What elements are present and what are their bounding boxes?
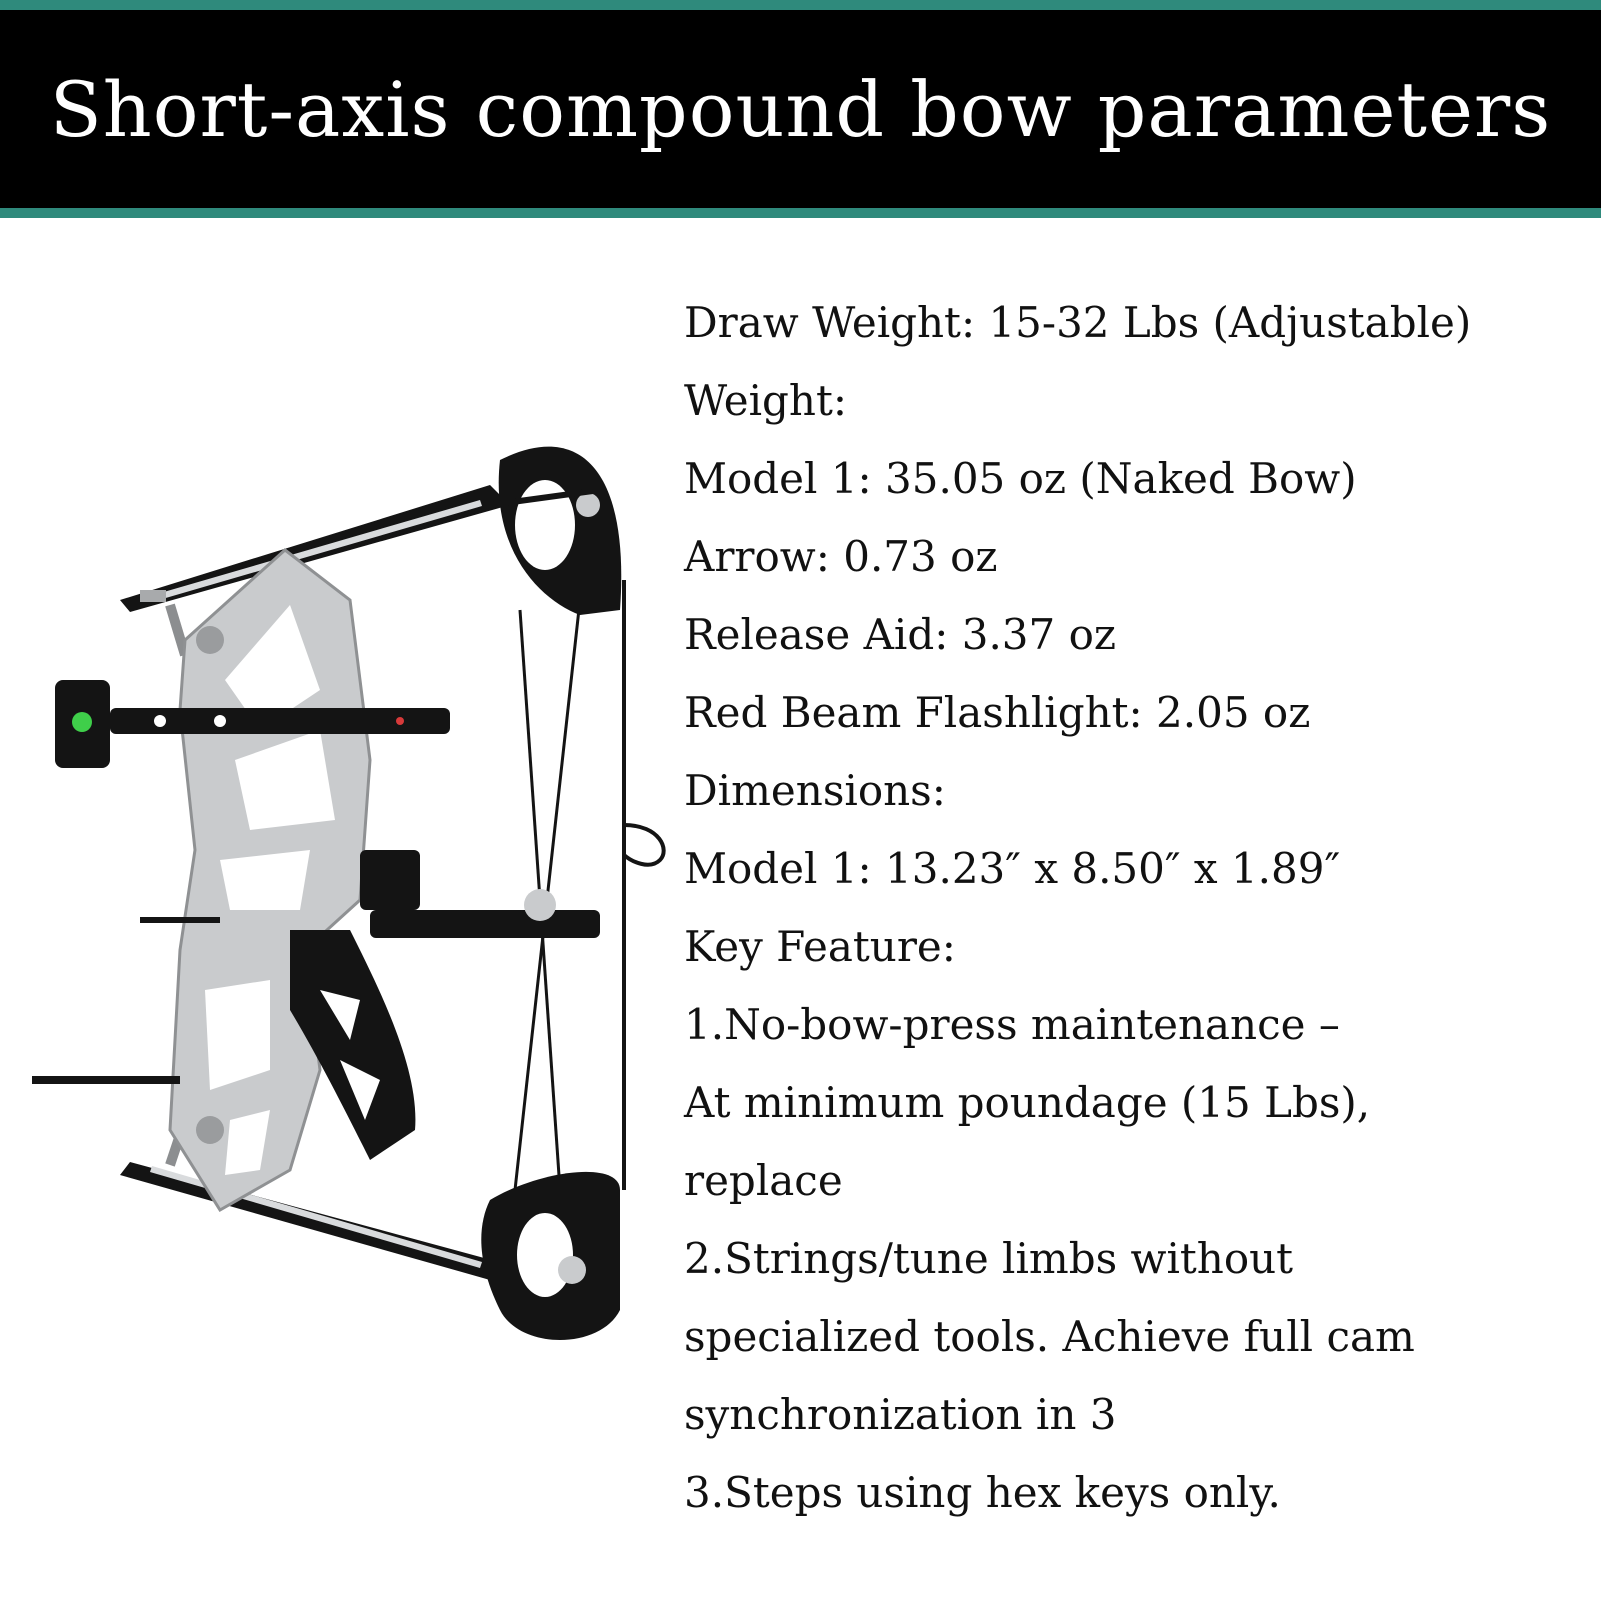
lower-cam xyxy=(481,1171,620,1340)
spec-line: 1.No-bow-press maintenance – xyxy=(684,1000,1340,1049)
page-title: Short-axis compound bow parameters xyxy=(49,64,1552,154)
spec-line: Key Feature: xyxy=(684,922,956,971)
bow-riser xyxy=(168,548,372,1213)
upper-limb xyxy=(120,485,510,657)
spec-line: Release Aid: 3.37 oz xyxy=(684,610,1116,659)
spec-line: Model 1: 35.05 oz (Naked Bow) xyxy=(684,454,1357,503)
spec-line: Dimensions: xyxy=(684,766,946,815)
spec-line: synchronization in 3 xyxy=(684,1390,1117,1439)
spec-list: Draw Weight: 15-32 Lbs (Adjustable) Weig… xyxy=(684,284,1584,1532)
spec-line: Draw Weight: 15-32 Lbs (Adjustable) xyxy=(684,298,1472,347)
spec-line: specialized tools. Achieve full cam xyxy=(684,1312,1415,1361)
spec-line: 2.Strings/tune limbs without xyxy=(684,1234,1294,1283)
spec-line: Weight: xyxy=(684,376,847,425)
header-banner: Short-axis compound bow parameters xyxy=(0,0,1601,218)
spec-line: At minimum poundage (15 Lbs), xyxy=(684,1078,1371,1127)
arrow-rest xyxy=(32,850,600,1084)
compound-bow-illustration xyxy=(32,446,666,1340)
upper-cam xyxy=(489,446,622,615)
spec-line: 3.Steps using hex keys only. xyxy=(684,1468,1281,1517)
bow-grip xyxy=(290,930,416,1160)
spec-line: Model 1: 13.23″ x 8.50″ x 1.89″ xyxy=(684,844,1341,893)
bow-sight xyxy=(55,680,450,768)
spec-line: replace xyxy=(684,1156,843,1205)
spec-line: Red Beam Flashlight: 2.05 oz xyxy=(684,688,1311,737)
spec-line: Arrow: 0.73 oz xyxy=(684,532,998,581)
bow-strings xyxy=(513,580,666,1191)
